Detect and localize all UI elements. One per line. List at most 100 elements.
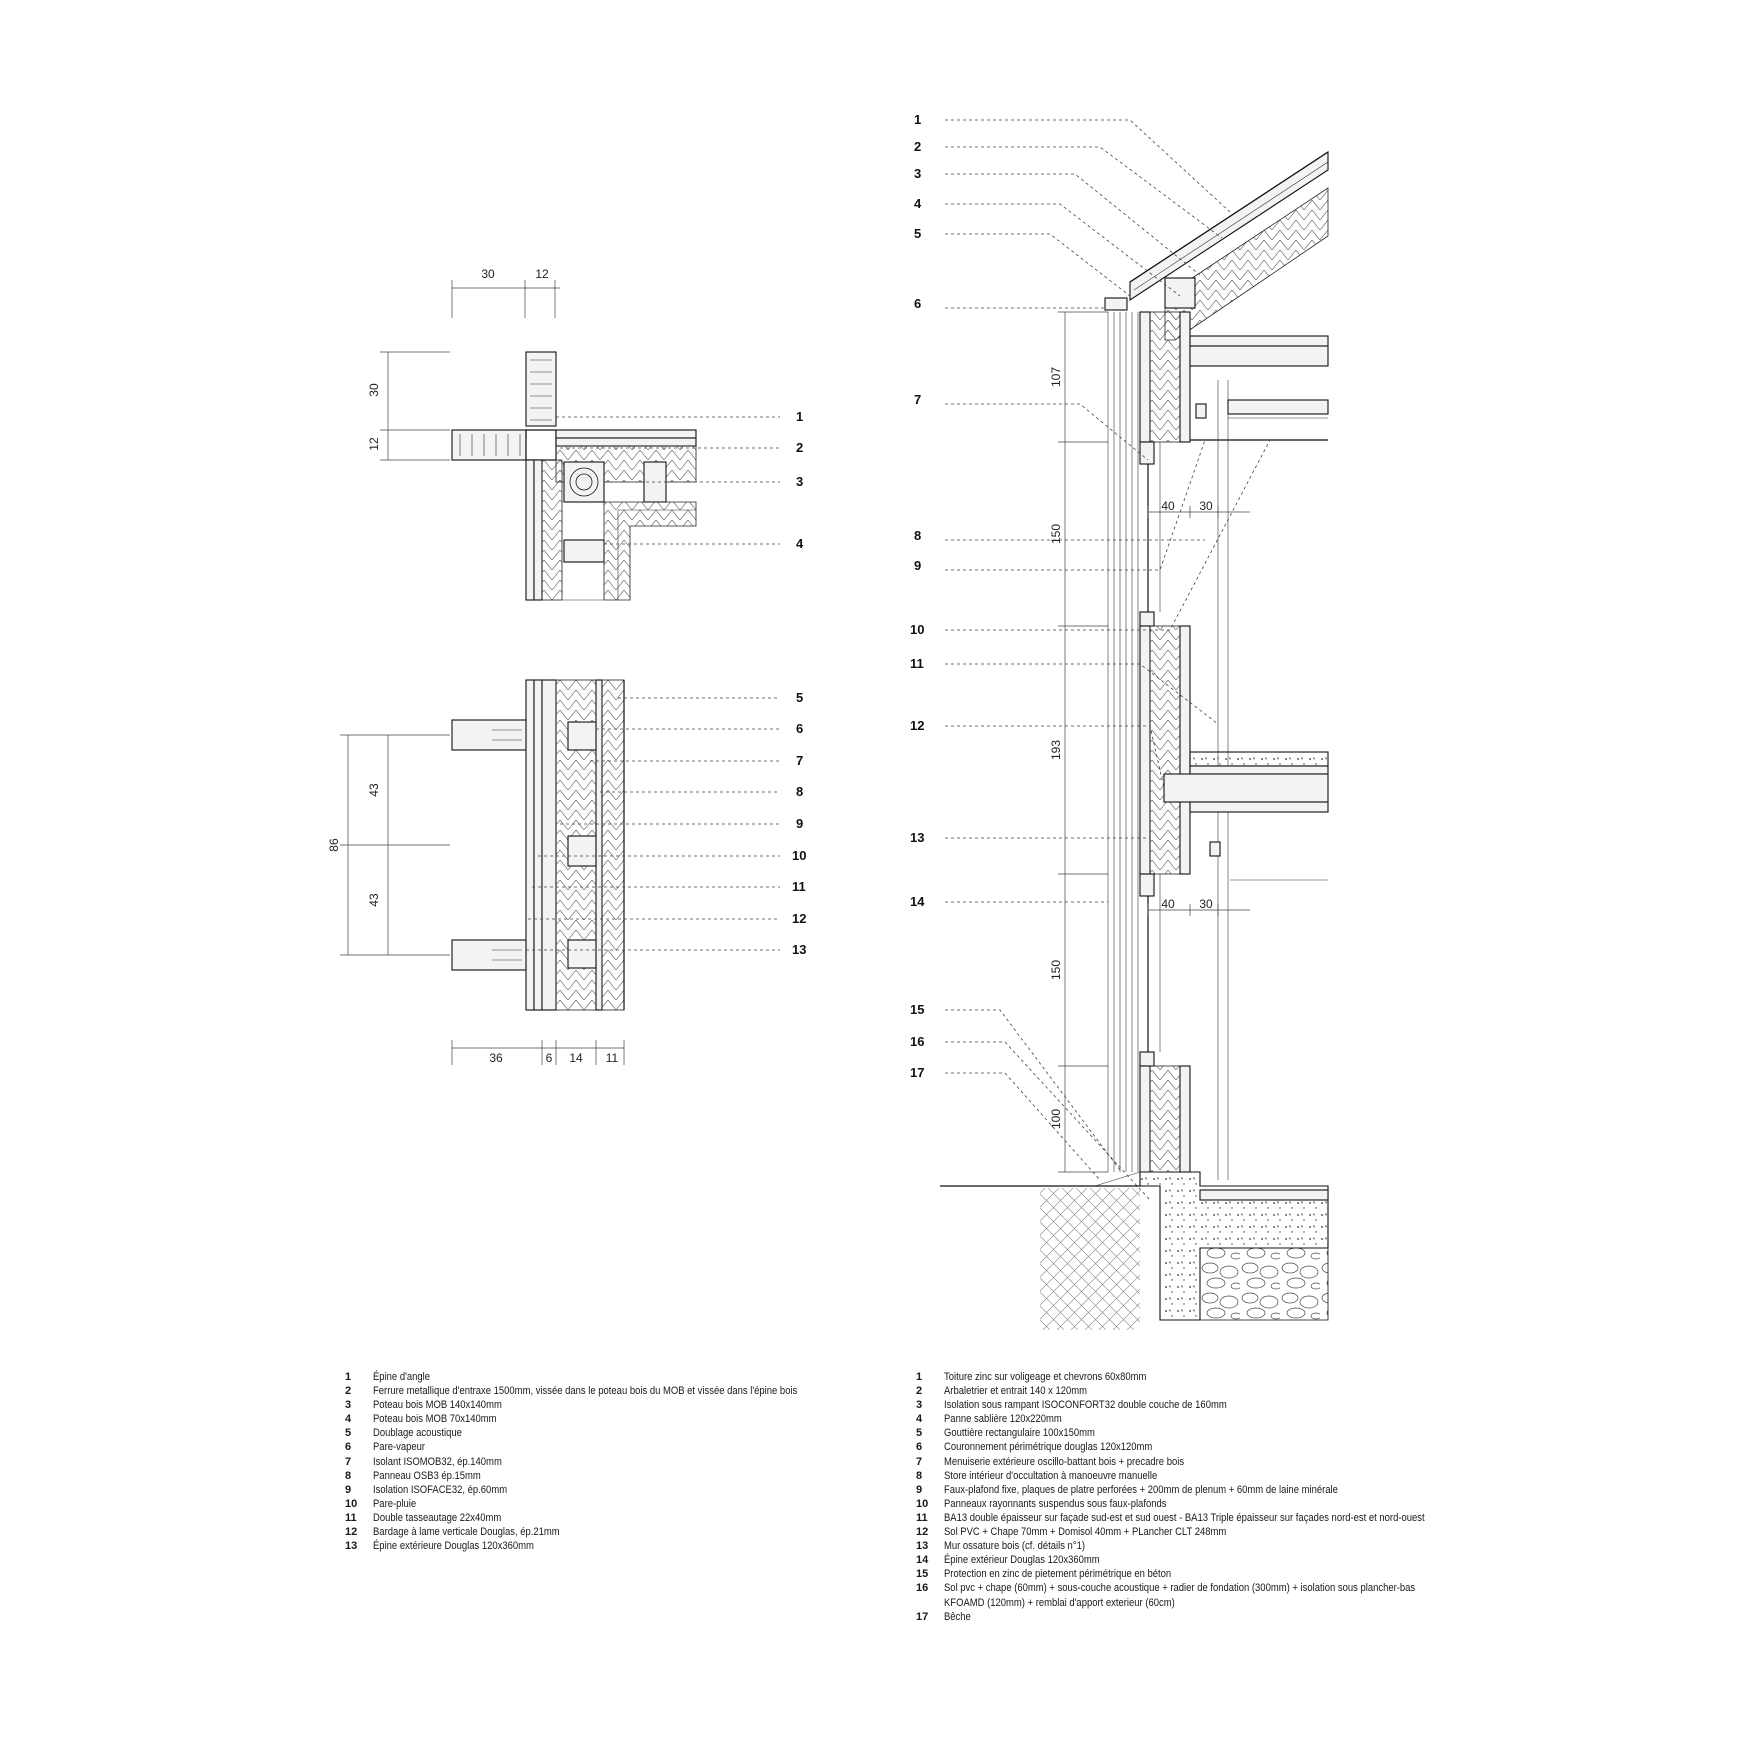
legend-item: 10 Panneaux rayonnants suspendus sous fau… bbox=[916, 1497, 1503, 1511]
facade-lines bbox=[1107, 312, 1139, 1172]
legend-item-text: Épine d'angle bbox=[373, 1371, 431, 1383]
legend-item-number bbox=[916, 1596, 944, 1610]
legend-item-number: 6 bbox=[345, 1441, 352, 1454]
legend-item-text: Double tasseautage 22x40mm bbox=[373, 1511, 502, 1524]
legend-item-number: 6 bbox=[916, 1441, 923, 1454]
dim-upper-30: 30 bbox=[1199, 499, 1213, 513]
left-callout-5: 5 bbox=[796, 690, 803, 705]
legend-item: 7 Menuiserie extérieure oscillo-battant b… bbox=[916, 1455, 1503, 1469]
legend-item-text: Store intérieur d'occultation à manoeuvr… bbox=[944, 1469, 1158, 1482]
legend-item-number: 11 bbox=[345, 1511, 357, 1524]
left-callout-6: 6 bbox=[796, 721, 803, 736]
right-callout-6: 6 bbox=[914, 296, 921, 311]
right-callout-8: 8 bbox=[914, 528, 921, 543]
legend-item-text: Gouttière rectangulaire 100x150mm bbox=[944, 1427, 1095, 1440]
legend-item: 1 Épine d'angle bbox=[345, 1370, 866, 1384]
legend-item-text: Isolation ISOFACE32, ép.60mm bbox=[373, 1483, 508, 1496]
legend-item: 8 Store intérieur d'occultation à manoeuv… bbox=[916, 1469, 1503, 1483]
legend-item-number: 8 bbox=[916, 1469, 923, 1482]
left-callout-1: 1 bbox=[796, 409, 803, 424]
legend-item-text: Sol PVC + Chape 70mm + Domisol 40mm + PL… bbox=[944, 1526, 1227, 1539]
legend-item-number: 7 bbox=[916, 1455, 923, 1468]
legend-item-number: 3 bbox=[916, 1399, 923, 1412]
legend-item-text: BA13 double épaisseur sur façade sud-est… bbox=[944, 1511, 1425, 1524]
legend-item: 7 Isolant ISOMOB32, ép.140mm bbox=[345, 1455, 866, 1469]
legend-item-number: 1 bbox=[916, 1371, 923, 1383]
legend-item-number: 10 bbox=[345, 1497, 358, 1510]
legend-item-number: 12 bbox=[916, 1526, 929, 1539]
right-callout-13: 13 bbox=[910, 830, 924, 845]
left-callout-12: 12 bbox=[792, 911, 806, 926]
right-vertical-section: 107 150 193 150 100 40 30 40 30 bbox=[910, 112, 1329, 1330]
right-callout-15: 15 bbox=[910, 1002, 924, 1017]
legend-item-text: Arbaletrier et entrait 140 x 120mm bbox=[944, 1385, 1088, 1398]
left-callout-9: 9 bbox=[796, 816, 803, 831]
legend-item-number: 2 bbox=[345, 1385, 352, 1398]
dim-left-30: 30 bbox=[367, 383, 381, 397]
legend-item-text: Doublage acoustique bbox=[373, 1427, 462, 1440]
left-callout-10: 10 bbox=[792, 848, 806, 863]
dim-lower-30: 30 bbox=[1199, 897, 1213, 911]
legend-item-text: Mur ossature bois (cf. détails n°1) bbox=[944, 1540, 1086, 1553]
legend-item-number: 8 bbox=[345, 1469, 352, 1482]
legend-item: 17 Bêche bbox=[916, 1610, 1503, 1624]
right-callout-17: 17 bbox=[910, 1065, 924, 1080]
legend-item-text: KFOAMD (120mm) + remblai d'apport exteri… bbox=[944, 1596, 1175, 1609]
dim-150-upper: 150 bbox=[1049, 524, 1063, 544]
legend-item-text: Poteau bois MOB 70x140mm bbox=[373, 1413, 497, 1426]
legend-item-number: 4 bbox=[916, 1413, 923, 1426]
right-callout-12: 12 bbox=[910, 718, 924, 733]
left-callout-13: 13 bbox=[792, 942, 806, 957]
legend-item-text: Faux-plafond fixe, plaques de platre per… bbox=[944, 1483, 1338, 1496]
legend-item-number: 11 bbox=[916, 1511, 928, 1524]
legend-item-text: Isolant ISOMOB32, ép.140mm bbox=[373, 1455, 502, 1468]
legend-item-number: 15 bbox=[916, 1568, 929, 1581]
left-callout-8: 8 bbox=[796, 784, 803, 799]
right-callout-14: 14 bbox=[910, 894, 925, 909]
left-callout-3: 3 bbox=[796, 474, 803, 489]
right-callout-2: 2 bbox=[914, 139, 921, 154]
right-callout-10: 10 bbox=[910, 622, 924, 637]
legend-item-number: 1 bbox=[345, 1371, 352, 1383]
legend-item-text: Menuiserie extérieure oscillo-battant bo… bbox=[944, 1455, 1185, 1468]
legend-item-number: 17 bbox=[916, 1610, 929, 1623]
legend-item-number: 9 bbox=[916, 1483, 923, 1496]
legend-item-number: 10 bbox=[916, 1497, 929, 1510]
dim-bottom-6: 6 bbox=[546, 1051, 553, 1065]
dim-43-lower: 43 bbox=[367, 893, 381, 907]
legend-item-number: 12 bbox=[345, 1526, 358, 1539]
dim-43-upper: 43 bbox=[367, 783, 381, 797]
right-callout-5: 5 bbox=[914, 226, 921, 241]
dim-100: 100 bbox=[1049, 1109, 1063, 1129]
legend-item-number: 7 bbox=[345, 1455, 352, 1468]
left-callout-7: 7 bbox=[796, 753, 803, 768]
dim-107: 107 bbox=[1049, 367, 1063, 387]
dim-left-12: 12 bbox=[367, 437, 381, 451]
legend-item-text: Épine extérieur Douglas 120x360mm bbox=[944, 1554, 1100, 1567]
left-bottom-wall-plan: 36 6 14 11 86 43 43 5 6 7 8 9 10 11 12 1… bbox=[327, 679, 806, 1065]
left-callout-4: 4 bbox=[796, 536, 804, 551]
dim-bottom-36: 36 bbox=[489, 1051, 503, 1065]
legend-item-text: Bêche bbox=[944, 1610, 971, 1623]
legend-item-text: Pare-pluie bbox=[373, 1497, 417, 1510]
dim-top-12: 12 bbox=[535, 267, 549, 281]
legend-item-text: Panneaux rayonnants suspendus sous faux-… bbox=[944, 1497, 1167, 1510]
dim-lower-40: 40 bbox=[1161, 897, 1175, 911]
dim-upper-40: 40 bbox=[1161, 499, 1175, 513]
legend-item-number: 13 bbox=[916, 1540, 929, 1553]
legend-item-text: Pare-vapeur bbox=[373, 1441, 426, 1454]
legend-item: 13 Mur ossature bois (cf. détails n°1) bbox=[916, 1539, 1503, 1553]
legend-item: 12 Sol PVC + Chape 70mm + Domisol 40mm + … bbox=[916, 1525, 1503, 1539]
